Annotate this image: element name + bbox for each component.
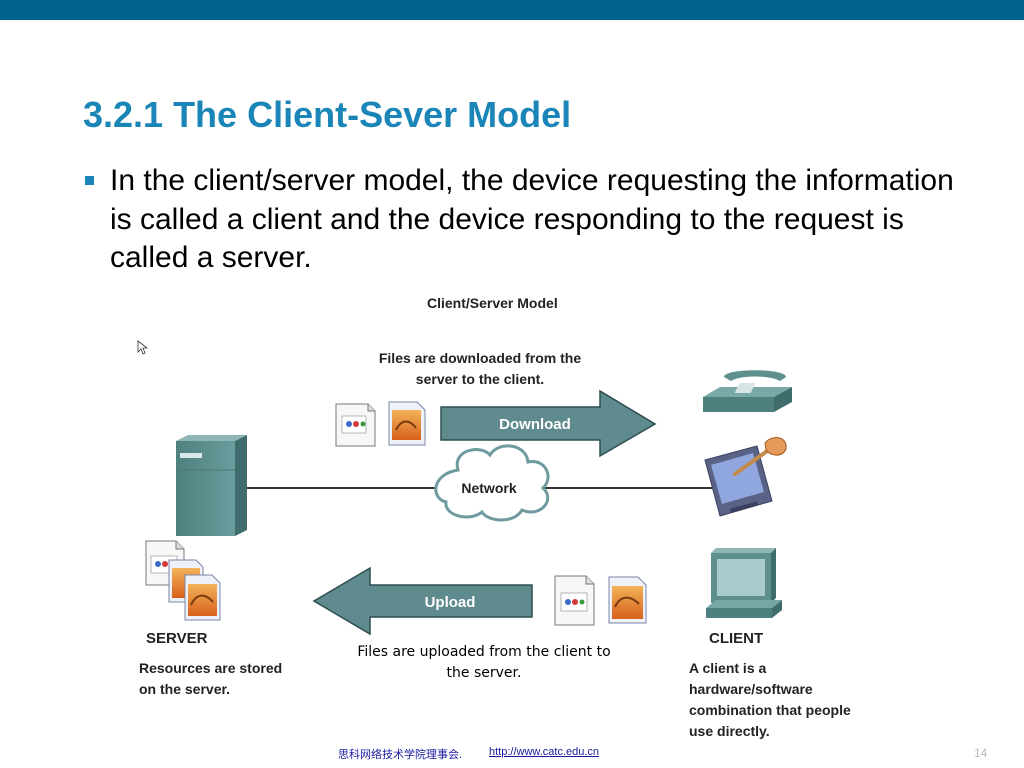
client-description-line: use directly. — [689, 723, 770, 739]
mouse-pointer-icon — [137, 340, 149, 355]
server-label: SERVER — [146, 630, 208, 647]
footer-organization: 思科网络技术学院理事会. — [338, 749, 463, 761]
bullet-text: In the client/server model, the device r… — [110, 164, 954, 274]
server-description: Resources are stored on the server. — [139, 658, 282, 700]
footer-link[interactable]: http://www.catc.edu.cn — [489, 746, 600, 758]
network-label: Network — [461, 480, 516, 496]
download-label: Download — [499, 416, 571, 433]
diagram-title: Client/Server Model — [427, 295, 558, 311]
slide-title: 3.2.1 The Client-Sever Model — [83, 94, 572, 135]
server-description-line: Resources are stored — [139, 660, 283, 676]
image-document-icon — [608, 576, 647, 624]
top-bar — [0, 0, 1024, 20]
download-caption: Files are downloaded from the server to … — [352, 348, 608, 390]
client-description-line: A client is a — [689, 660, 767, 676]
cloud-icon — [434, 444, 550, 522]
upload-caption-line: Files are uploaded from the client to — [357, 644, 611, 660]
download-caption-line: server to the client. — [415, 371, 545, 387]
client-description-line: combination that people — [689, 702, 851, 718]
download-caption-line: Files are downloaded from the — [378, 350, 582, 366]
client-label: CLIENT — [709, 630, 764, 647]
client-description-line: hardware/software — [689, 681, 813, 697]
client-description: A client is a hardware/software combinat… — [689, 658, 851, 742]
monitor-icon — [706, 548, 782, 618]
upload-caption: Files are uploaded from the client to th… — [340, 642, 628, 684]
document-icon — [554, 575, 595, 626]
document-icon — [335, 403, 376, 447]
image-document-icon — [184, 574, 221, 621]
pda-icon — [704, 437, 787, 517]
bullet-marker — [85, 176, 94, 185]
server-description-line: on the server. — [139, 681, 231, 697]
upload-arrow — [312, 566, 533, 636]
server-icon — [176, 435, 247, 536]
image-document-icon — [388, 401, 426, 446]
upload-caption-line: the server. — [446, 665, 522, 681]
telephone-icon — [703, 370, 792, 412]
upload-label: Upload — [425, 594, 476, 611]
page-number: 14 — [974, 746, 988, 760]
download-arrow — [440, 389, 657, 458]
